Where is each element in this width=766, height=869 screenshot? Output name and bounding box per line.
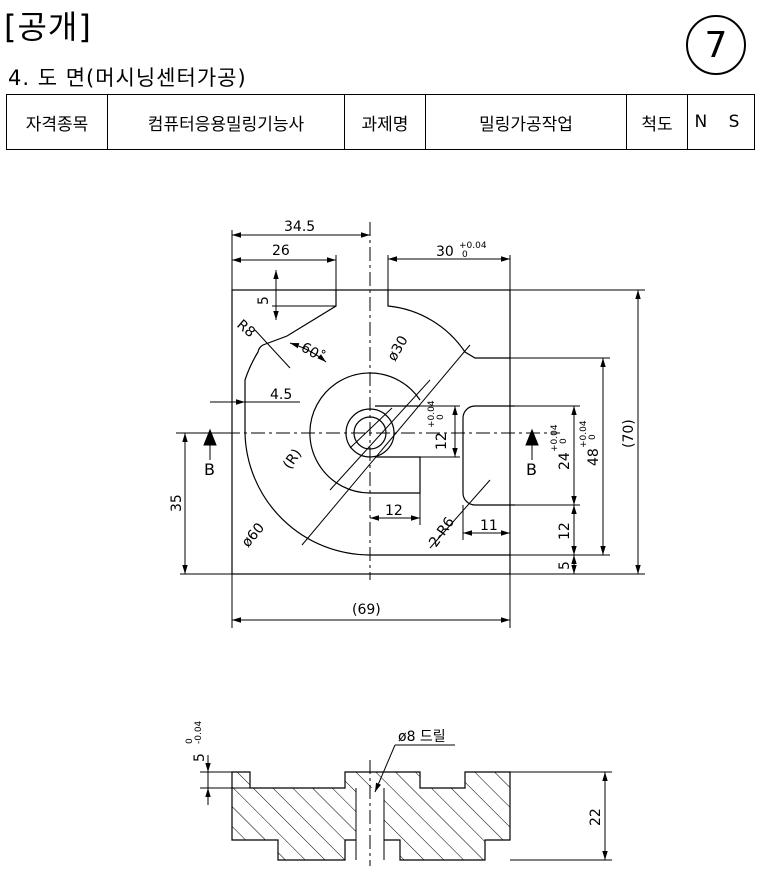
dim-12-tol-lo: 0 <box>436 414 446 420</box>
r6-leader <box>429 479 491 549</box>
section-arrow-left <box>203 428 217 446</box>
phi60-leader <box>301 344 471 546</box>
info-table: 자격종목 컴퓨터응용밀링기능사 과제명 밀링가공작업 척도 N S <box>6 94 755 150</box>
dim-35: 35 <box>169 494 185 512</box>
dim-height-22: 22 <box>588 808 604 826</box>
dim-24-tol-lo: 0 <box>559 438 569 444</box>
dim-24: 24 <box>557 452 573 470</box>
dim-depth-tol-lo: -0.04 <box>194 720 204 744</box>
phi-hole-leader <box>349 407 393 449</box>
section-label-right: B <box>526 460 537 479</box>
dim-12-bottom: 12 <box>385 503 403 519</box>
info-label-task: 과제명 <box>344 94 426 150</box>
dim-30: 30 <box>436 244 454 260</box>
drill-callout: ø8 드릴 <box>398 729 446 745</box>
header-subtitle: 4. 도 면(머시닝센터가공) <box>8 66 247 90</box>
large-arc-pocket <box>244 400 510 556</box>
dim-depth-tol-up: 0 <box>185 738 195 744</box>
dim-2-r6: 2-R6 <box>426 514 458 550</box>
r8-leader <box>254 329 291 369</box>
upper-right-arc <box>387 290 510 359</box>
dim-r8: R8 <box>233 317 258 341</box>
dim-48: 48 <box>586 448 602 466</box>
info-label-qualification: 자격종목 <box>6 94 108 150</box>
dim-5-top: 5 <box>256 296 272 305</box>
dim-30-tol-up: +0.04 <box>459 241 487 251</box>
dim-12-tol-up: +0.04 <box>427 400 437 428</box>
dim-11: 11 <box>480 518 498 534</box>
info-value-task: 밀링가공작업 <box>425 94 627 150</box>
dim-phi60: ø60 <box>239 520 268 551</box>
dim-30-tol-lo: 0 <box>462 250 468 260</box>
plan-dim-text: 34.5 26 30 +0.04 0 5 R8 60˚ 4.5 ø30 (R) … <box>169 219 637 618</box>
header-title: [공개] <box>4 8 92 46</box>
part-outline <box>231 289 511 575</box>
dim-12-center: 12 <box>434 432 450 450</box>
dim-48-tol-up: +0.04 <box>579 420 589 448</box>
dim-69: (69) <box>352 602 381 618</box>
center-hole-outer <box>345 408 395 458</box>
dim-24-tol-up: +0.04 <box>550 424 560 452</box>
chamfer-pocket-edge <box>244 290 337 400</box>
section-arrow-right <box>525 428 539 446</box>
plan-view <box>176 222 645 628</box>
info-value-scale: N S <box>687 94 755 150</box>
right-slot <box>462 405 515 506</box>
dim-48-tol-lo: 0 <box>588 434 598 440</box>
dim-12-right: 12 <box>557 522 573 540</box>
dim-70: (70) <box>621 419 637 448</box>
dim-5-right: 5 <box>557 561 573 570</box>
dim-depth-5: 5 <box>192 753 208 762</box>
info-row: 자격종목 컴퓨터응용밀링기능사 과제명 밀링가공작업 척도 N S <box>6 94 755 150</box>
section-label-left: B <box>204 460 215 479</box>
dim-60-deg: 60˚ <box>298 339 328 366</box>
dim-34-5: 34.5 <box>284 219 315 235</box>
dim-26: 26 <box>272 243 290 259</box>
dim-r: (R) <box>280 446 305 472</box>
phi30-leader <box>329 379 431 491</box>
info-value-qualification: 컴퓨터응용밀링기능사 <box>107 94 345 150</box>
page-number-badge: 7 <box>686 15 746 75</box>
section-view <box>200 744 612 866</box>
dim-phi30: ø30 <box>385 333 412 364</box>
center-hole-inner <box>353 416 387 450</box>
dim-4-5: 4.5 <box>270 387 292 403</box>
section-dim-text: 5 0 -0.04 ø8 드릴 22 <box>185 720 604 826</box>
